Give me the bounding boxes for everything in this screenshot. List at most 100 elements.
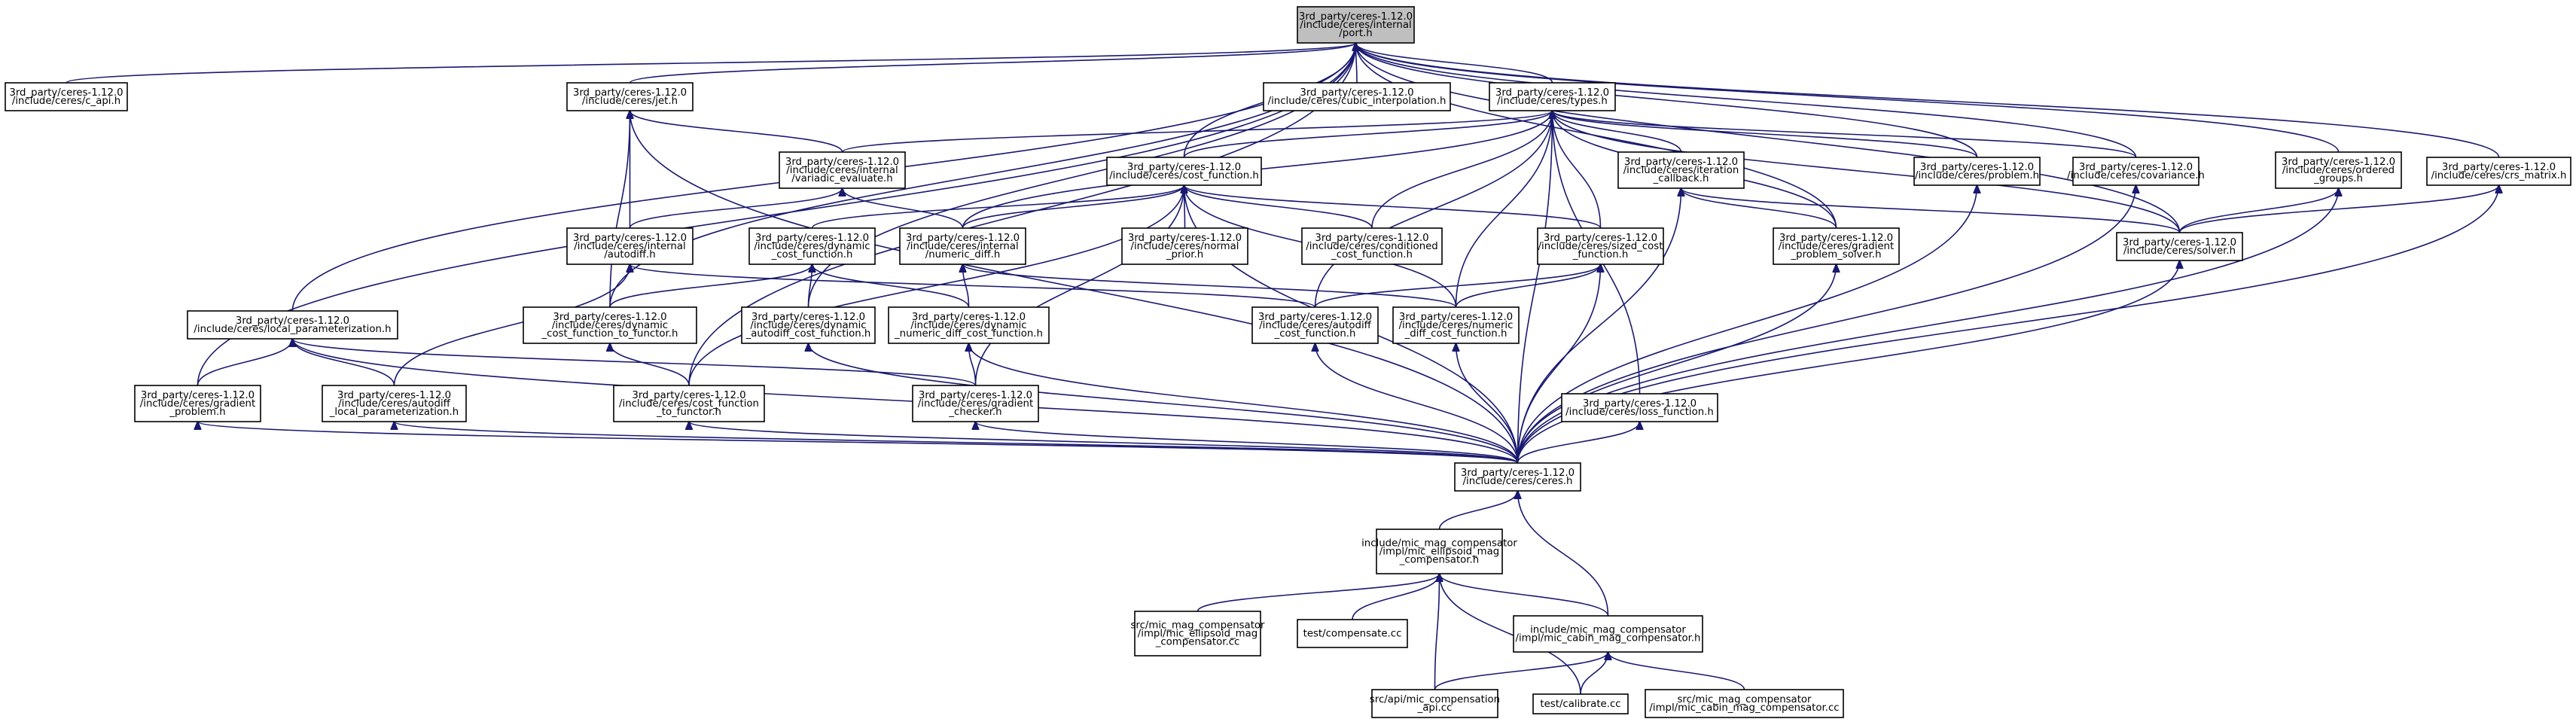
node-label-line: /include/ceres/types.h [1497,96,1608,107]
node-label-line: /include/ceres/dynamic [552,320,668,331]
edge-covariance-to-port [1356,43,2137,158]
node-autodiffcost[interactable]: 3rd_party/ceres-1.12.0/include/ceres/aut… [1251,306,1379,344]
node-dynauto[interactable]: 3rd_party/ceres-1.12.0/include/ceres/dyn… [741,306,876,344]
node-loss[interactable]: 3rd_party/ceres-1.12.0/include/ceres/los… [1561,393,1718,422]
node-gradchecker[interactable]: 3rd_party/ceres-1.12.0/include/ceres/gra… [912,385,1039,422]
edge-dyncost-to-costfn [811,185,1184,229]
node-label-line: 3rd_party/ceres-1.12.0 [755,233,869,244]
node-itercb[interactable]: 3rd_party/ceres-1.12.0/include/ceres/ite… [1617,151,1745,189]
node-ceres[interactable]: 3rd_party/ceres-1.12.0/include/ceres/cer… [1454,462,1581,492]
node-ellipsoid[interactable]: include/mic_mag_compensator/impl/mic_ell… [1361,529,1517,574]
edge-ceres-to-jet [630,111,1519,464]
edge-conditioned-to-costfn [1184,185,1373,229]
node-ordered[interactable]: 3rd_party/ceres-1.12.0/include/ceres/ord… [2275,151,2402,189]
node-label-line: 3rd_party/ceres-1.12.0 [573,233,687,244]
node-gradproblem[interactable]: 3rd_party/ceres-1.12.0/include/ceres/gra… [134,385,261,422]
node-box [1392,306,1520,344]
node-label-line: /include/ceres/cost_function [619,398,759,410]
node-label-line: /include/ceres/solver.h [2123,245,2236,257]
node-problem[interactable]: 3rd_party/ceres-1.12.0/include/ceres/pro… [1913,157,2041,186]
node-compensate[interactable]: test/compensate.cc [1297,619,1408,648]
node-box [187,310,398,340]
node-numcost[interactable]: 3rd_party/ceres-1.12.0/include/ceres/num… [1392,306,1520,344]
node-sized[interactable]: 3rd_party/ceres-1.12.0/include/ceres/siz… [1537,227,1664,265]
node-label-line: 3rd_party/ceres-1.12.0 [2282,157,2395,168]
node-label-line: /impl/mic_ellipsoid_mag [1138,629,1258,640]
node-label-line: /port.h [1339,28,1372,39]
edge-variadic-to-types [841,111,1553,153]
node-label-line: /include/ceres/gradient [1779,241,1894,252]
node-label-line: /include/ceres/problem.h [1915,170,2039,181]
edge-ceres-to-loss [1517,422,1640,464]
node-label-line: _compensator.cc [1155,637,1240,648]
node-label-line: /include/ceres/internal [786,165,898,176]
node-label-line: 3rd_party/ceres-1.12.0 [1779,233,1893,244]
node-box [1297,6,1415,44]
node-box [2275,151,2402,189]
node-label-line: 3rd_party/ceres-1.12.0 [1127,162,1241,173]
node-label-line: _problem.h [169,407,225,418]
node-cabin[interactable]: include/mic_mag_compensator/impl/mic_cab… [1513,615,1703,653]
node-dynnum[interactable]: 3rd_party/ceres-1.12.0/include/ceres/dyn… [888,306,1050,344]
node-box [1134,611,1261,657]
node-dyncost[interactable]: 3rd_party/ceres-1.12.0/include/ceres/dyn… [748,227,876,265]
edge-solver-to-ordered [2178,188,2339,233]
node-box [134,385,261,422]
node-costfn[interactable]: 3rd_party/ceres-1.12.0/include/ceres/cos… [1106,157,1262,186]
node-normalprior[interactable]: 3rd_party/ceres-1.12.0/include/ceres/nor… [1121,227,1248,265]
node-label-line: /include/ceres/iteration [1623,165,1739,176]
node-label-line: test/compensate.cc [1303,629,1402,640]
node-label-line: include/mic_mag_compensator [1530,625,1686,636]
node-src_cabin[interactable]: src/mic_mag_compensator/impl/mic_cabin_m… [1645,689,1844,718]
node-box [779,151,906,189]
node-label-line: /include/ceres/dynamic [750,320,866,331]
node-c_api[interactable]: 3rd_party/ceres-1.12.0/include/ceres/c_a… [5,82,128,111]
node-label-line: _groups.h [2313,173,2363,184]
node-src_ellipsoid[interactable]: src/mic_mag_compensator/impl/mic_ellipso… [1130,611,1265,657]
node-gradsolver[interactable]: 3rd_party/ceres-1.12.0/include/ceres/gra… [1773,227,1900,265]
edge-src_cabin-to-cabin [1608,652,1745,690]
node-label-line: 3rd_party/ceres-1.12.0 [1258,312,1372,323]
node-label-line: 3rd_party/ceres-1.12.0 [1128,233,1242,244]
node-label-line: 3rd_party/ceres-1.12.0 [912,312,1026,323]
node-variadic[interactable]: 3rd_party/ceres-1.12.0/include/ceres/int… [779,151,906,189]
node-label-line: _local_parameterization.h [329,407,459,418]
edge-numdiff-to-costfn [962,185,1184,229]
node-autodiffint[interactable]: 3rd_party/ceres-1.12.0/include/ceres/int… [566,227,694,265]
node-cf2functor[interactable]: 3rd_party/ceres-1.12.0/include/ceres/cos… [613,385,765,422]
node-label-line: _problem_solver.h [1790,249,1881,260]
node-label-line: _api.cc [1417,702,1453,714]
node-crs[interactable]: 3rd_party/ceres-1.12.0/include/ceres/crs… [2426,157,2571,186]
node-label-line: 3rd_party/ceres-1.12.0 [9,87,123,99]
node-cubic[interactable]: 3rd_party/ceres-1.12.0/include/ceres/cub… [1263,82,1451,111]
edge-ceres-to-gradchecker [976,422,1519,464]
node-box [1532,693,1629,714]
node-label-line: /numeric_diff.h [925,249,1001,260]
node-dyn2functor[interactable]: 3rd_party/ceres-1.12.0/include/ceres/dyn… [523,306,697,344]
node-covariance[interactable]: 3rd_party/ceres-1.12.0/include/ceres/cov… [2067,157,2205,186]
node-conditioned[interactable]: 3rd_party/ceres-1.12.0/include/ceres/con… [1301,227,1443,265]
node-types[interactable]: 3rd_party/ceres-1.12.0/include/ceres/typ… [1489,82,1616,111]
node-box [5,82,128,111]
edge-cabin-to-ellipsoid [1440,574,1609,617]
node-label-line: /include/ceres/cubic_interpolation.h [1268,96,1447,107]
node-calibrate[interactable]: test/calibrate.cc [1532,693,1629,714]
edge-solver-to-types [1553,111,2181,233]
node-solver[interactable]: 3rd_party/ceres-1.12.0/include/ceres/sol… [2116,232,2243,261]
node-box [1106,157,1262,186]
node-label-line: include/mic_mag_compensator [1361,538,1517,550]
node-jet[interactable]: 3rd_party/ceres-1.12.0/include/ceres/jet… [566,82,694,111]
node-box [613,385,765,422]
edge-dyn2functor-to-dyncost [609,264,812,308]
node-box [899,227,1026,265]
node-autolocal[interactable]: 3rd_party/ceres-1.12.0/include/ceres/aut… [322,385,467,422]
node-api[interactable]: src/api/mic_compensation_api.cc [1370,689,1500,718]
node-label-line: src/mic_mag_compensator [1677,694,1812,705]
edge-types-to-port [1356,43,1553,84]
node-box [912,385,1039,422]
node-numdiff[interactable]: 3rd_party/ceres-1.12.0/include/ceres/int… [899,227,1026,265]
node-label-line: src/mic_mag_compensator [1130,620,1265,632]
node-localparam[interactable]: 3rd_party/ceres-1.12.0/include/ceres/loc… [187,310,398,340]
edge-problem-to-port [1356,43,1978,158]
node-label-line: /impl/mic_cabin_mag_compensator.cc [1649,702,1839,714]
